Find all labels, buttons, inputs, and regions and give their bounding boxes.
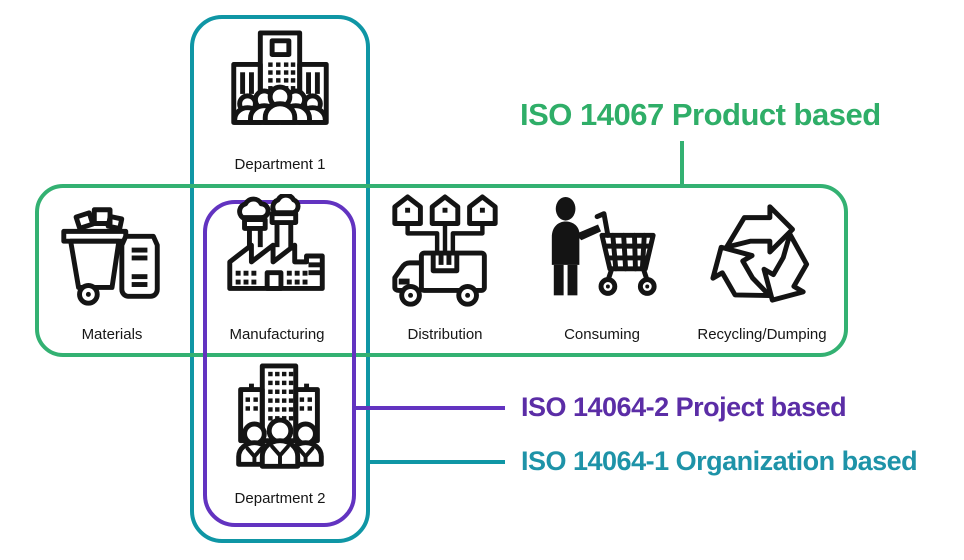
stage-recycling-label: Recycling/Dumping [697,326,827,343]
stage-materials-label: Materials [81,326,143,343]
stage-distribution-label: Distribution [407,326,483,343]
iso-14067-product-label: ISO 14067 Product based [520,97,881,132]
department-2-label: Department 2 [234,490,326,507]
department-2: Department 2 [203,362,357,507]
department-2-icon [236,363,324,469]
department-1-icon [231,30,329,125]
materials-icon [61,207,160,306]
stage-materials: Materials [35,194,189,343]
stage-recycling: Recycling/Dumping [685,194,839,343]
department-1: Department 1 [203,28,357,173]
stage-manufacturing: Manufacturing [200,194,354,343]
iso-14064-2-project-label: ISO 14064-2 Project based [521,392,847,422]
department-1-label: Department 1 [234,156,326,173]
manufacturing-icon [227,194,325,291]
project-label-connector [356,406,505,410]
organization-boundary-box [190,15,370,543]
organization-label-connector [368,460,505,464]
stage-consuming-label: Consuming [564,326,640,343]
product-label-connector [680,141,684,187]
stage-manufacturing-label: Manufacturing [229,326,325,343]
distribution-icon [392,194,498,307]
iso-14064-1-organization-label: ISO 14064-1 Organization based [521,446,918,476]
stage-consuming: Consuming [525,194,679,343]
product-boundary-box [35,184,848,357]
consuming-icon [551,196,657,296]
stage-distribution: Distribution [368,194,522,343]
recycling-icon [701,194,823,316]
